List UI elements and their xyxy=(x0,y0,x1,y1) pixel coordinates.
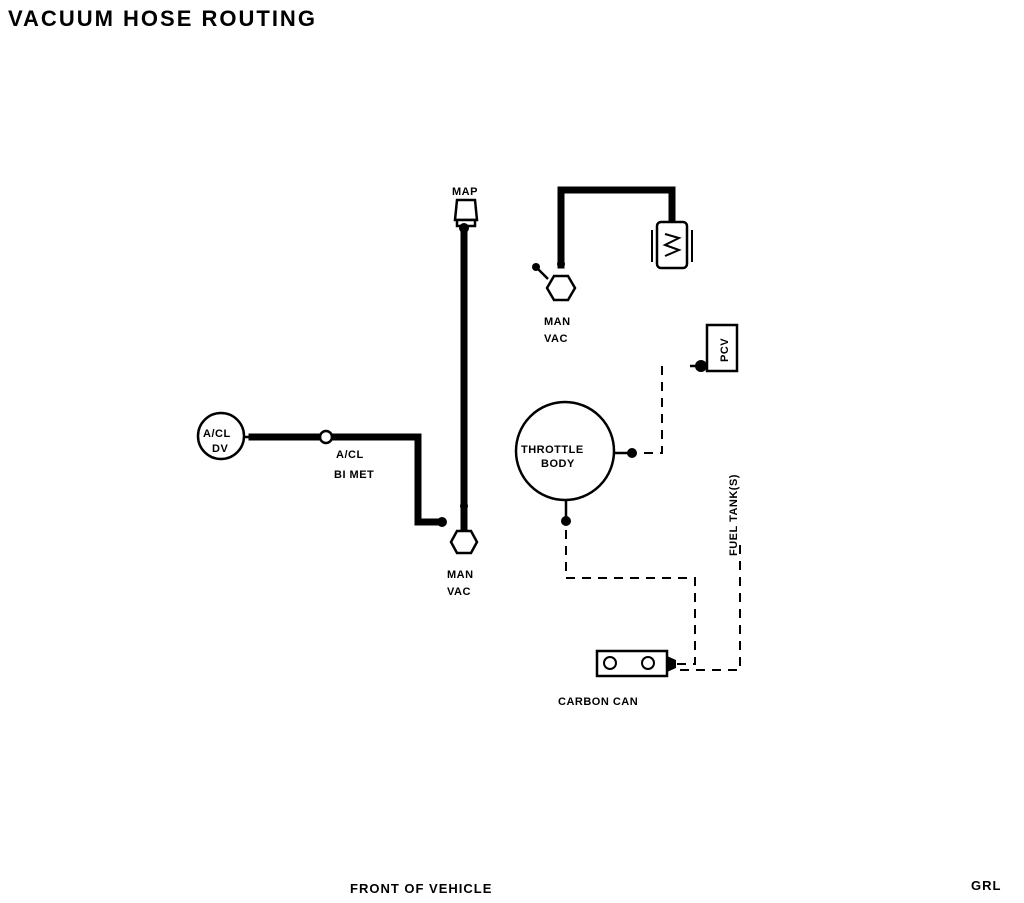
manifold-vacuum-port-upper xyxy=(545,274,577,302)
throttle-body-label-line2: BODY xyxy=(541,458,575,470)
throttle-body-purge-fitting xyxy=(561,516,571,526)
man-vac-upper-cap xyxy=(532,263,540,271)
egr-valve xyxy=(651,220,693,270)
map-hose-joint xyxy=(460,502,468,510)
acl-vacuum-hose xyxy=(248,433,444,526)
man-vac-upper-label-line2: VAC xyxy=(544,333,568,345)
man-vac-lower-label-line1: MAN xyxy=(447,569,474,581)
acl-bimet-sensor xyxy=(318,429,334,445)
man-vac-upper-nipple xyxy=(536,267,549,280)
carbon-canister xyxy=(595,649,676,678)
acl-hose-fitting xyxy=(437,517,447,527)
fuel-tanks-label: FUEL TANK(S) xyxy=(728,474,740,556)
carbon-can-label: CARBON CAN xyxy=(558,696,638,708)
acl-dv-label-line1: A/CL xyxy=(203,428,231,440)
diagram-code: GRL xyxy=(971,878,1001,893)
man-vac-lower-label-line2: VAC xyxy=(447,586,471,598)
acl-bimet-label-line1: A/CL xyxy=(336,449,364,461)
front-of-vehicle-label: FRONT OF VEHICLE xyxy=(350,881,492,896)
fuel-tank-vent-hose xyxy=(680,545,741,671)
pcv-fitting xyxy=(695,360,707,372)
manifold-vacuum-port-lower xyxy=(449,529,479,555)
map-label: MAP xyxy=(452,186,478,198)
map-hose-fitting xyxy=(459,223,469,233)
egr-hose-fitting xyxy=(557,260,565,268)
pcv-hose xyxy=(640,366,663,454)
pcv-label: PCV xyxy=(719,338,731,362)
acl-bimet-label-line2: BI MET xyxy=(334,469,374,481)
egr-vacuum-hose xyxy=(557,186,676,269)
throttle-body-label-line1: THROTTLE xyxy=(521,444,584,456)
man-vac-upper-label-line1: MAN xyxy=(544,316,571,328)
canister-purge-hose xyxy=(565,530,696,665)
map-sensor xyxy=(453,198,479,228)
throttle-body-pcv-fitting xyxy=(627,448,637,458)
acl-dv-label-line2: DV xyxy=(212,443,228,455)
pcv-valve xyxy=(705,323,739,373)
diagram-title: VACUUM HOSE ROUTING xyxy=(8,6,317,31)
